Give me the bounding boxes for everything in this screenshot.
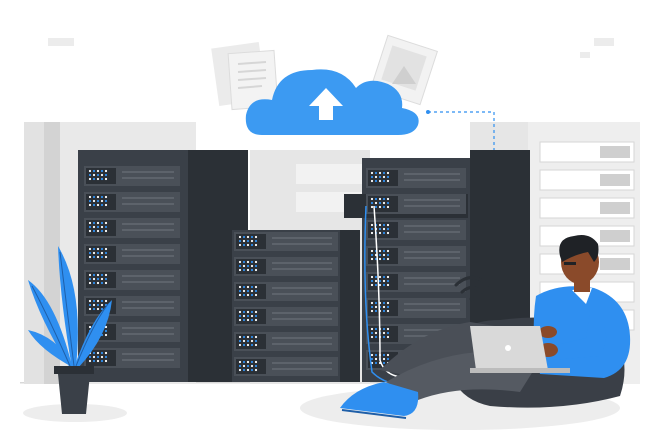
server-rack-center [232,230,360,382]
background-dashes [48,38,614,58]
laptop-icon [470,326,570,373]
cloud-upload-icon [245,69,419,135]
server-rack-left [78,150,248,382]
document-icon [211,41,279,111]
wifi-icon [454,276,490,302]
plant-icon [28,246,112,414]
